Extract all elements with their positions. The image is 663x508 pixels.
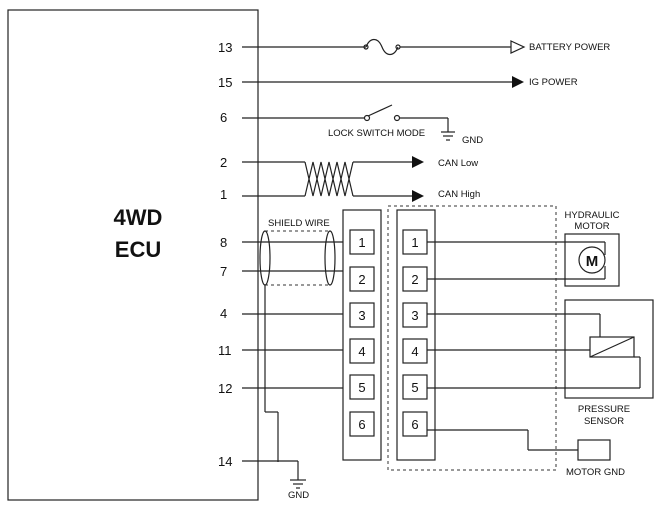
connector-right-pin: 4 <box>411 344 418 359</box>
connector-right-pin: 6 <box>411 417 418 432</box>
pin-11: 11 <box>218 343 232 358</box>
connector-right-pin: 3 <box>411 308 418 323</box>
motor-wires <box>427 241 606 280</box>
pin-7: 7 <box>220 264 227 279</box>
pin-14: 14 <box>218 454 232 469</box>
connector-right-pin: 5 <box>411 380 418 395</box>
shield-wire-label: SHIELD WIRE <box>268 218 330 229</box>
connector-left-pin: 6 <box>358 417 365 432</box>
pressure-sensor-label-line2: SENSOR <box>584 416 624 427</box>
motor-gnd-box <box>577 439 611 461</box>
connector-left-pin: 4 <box>358 344 365 359</box>
can-low-label: CAN Low <box>438 158 478 169</box>
pin-2: 2 <box>220 155 227 170</box>
connector-right-pin: 1 <box>411 235 418 250</box>
connector-right-pins: 1 2 3 4 5 6 <box>402 229 428 437</box>
shield-wire <box>259 230 336 462</box>
hydraulic-motor-label-line2: MOTOR <box>574 221 609 232</box>
pin-4: 4 <box>220 306 227 321</box>
pin-13: 13 <box>218 40 232 55</box>
connector-left-pin: 1 <box>358 235 365 250</box>
ig-power-arrow-icon <box>512 76 524 88</box>
can-high-label: CAN High <box>438 189 480 200</box>
hydraulic-motor-box <box>564 233 620 287</box>
hydraulic-motor-label-line1: HYDRAULIC <box>565 210 620 221</box>
pin-8: 8 <box>220 235 227 250</box>
pressure-sensor-wires <box>427 313 641 389</box>
lock-switch-ground-icon <box>441 131 455 141</box>
pressure-sensor-label-line1: PRESSURE <box>578 404 630 415</box>
battery-power-wire <box>242 38 526 56</box>
can-high-arrow-icon <box>412 190 424 202</box>
motor-gnd-label: MOTOR GND <box>566 467 625 478</box>
lock-switch-gnd-label: GND <box>462 135 483 146</box>
actuator-enclosure <box>387 205 557 471</box>
ecu-label-line2: ECU <box>115 237 161 262</box>
connector-left-pin: 5 <box>358 380 365 395</box>
motor-gnd-wire <box>427 429 578 451</box>
connector-left-pin: 2 <box>358 272 365 287</box>
ecu-harness-wires <box>242 241 350 480</box>
battery-power-label: BATTERY POWER <box>529 42 610 53</box>
connector-left-pins: 1 2 3 4 5 6 <box>349 229 375 437</box>
can-low-arrow-icon <box>412 156 424 168</box>
connector-left-pin: 3 <box>358 308 365 323</box>
can-twisted-pair <box>242 156 424 202</box>
motor-symbol: M <box>586 253 599 270</box>
pin-1: 1 <box>220 187 227 202</box>
ecu-label-line1: 4WD <box>114 205 163 230</box>
connector-right-pin: 2 <box>411 272 418 287</box>
motor-icon <box>578 246 606 274</box>
pin-15: 15 <box>218 75 232 90</box>
battery-power-arrow-icon <box>510 40 526 54</box>
ground-bottom-label: GND <box>288 490 309 501</box>
pressure-sensor-diagonal <box>589 336 635 358</box>
lock-switch-wire <box>242 104 455 141</box>
lock-switch-mode-label: LOCK SWITCH MODE <box>328 128 425 139</box>
ig-power-wire <box>242 76 524 88</box>
pin-6: 6 <box>220 110 227 125</box>
pin-12: 12 <box>218 381 232 396</box>
ig-power-label: IG POWER <box>529 77 578 88</box>
ecu-box <box>7 9 259 501</box>
ground-bottom-icon <box>290 479 306 489</box>
